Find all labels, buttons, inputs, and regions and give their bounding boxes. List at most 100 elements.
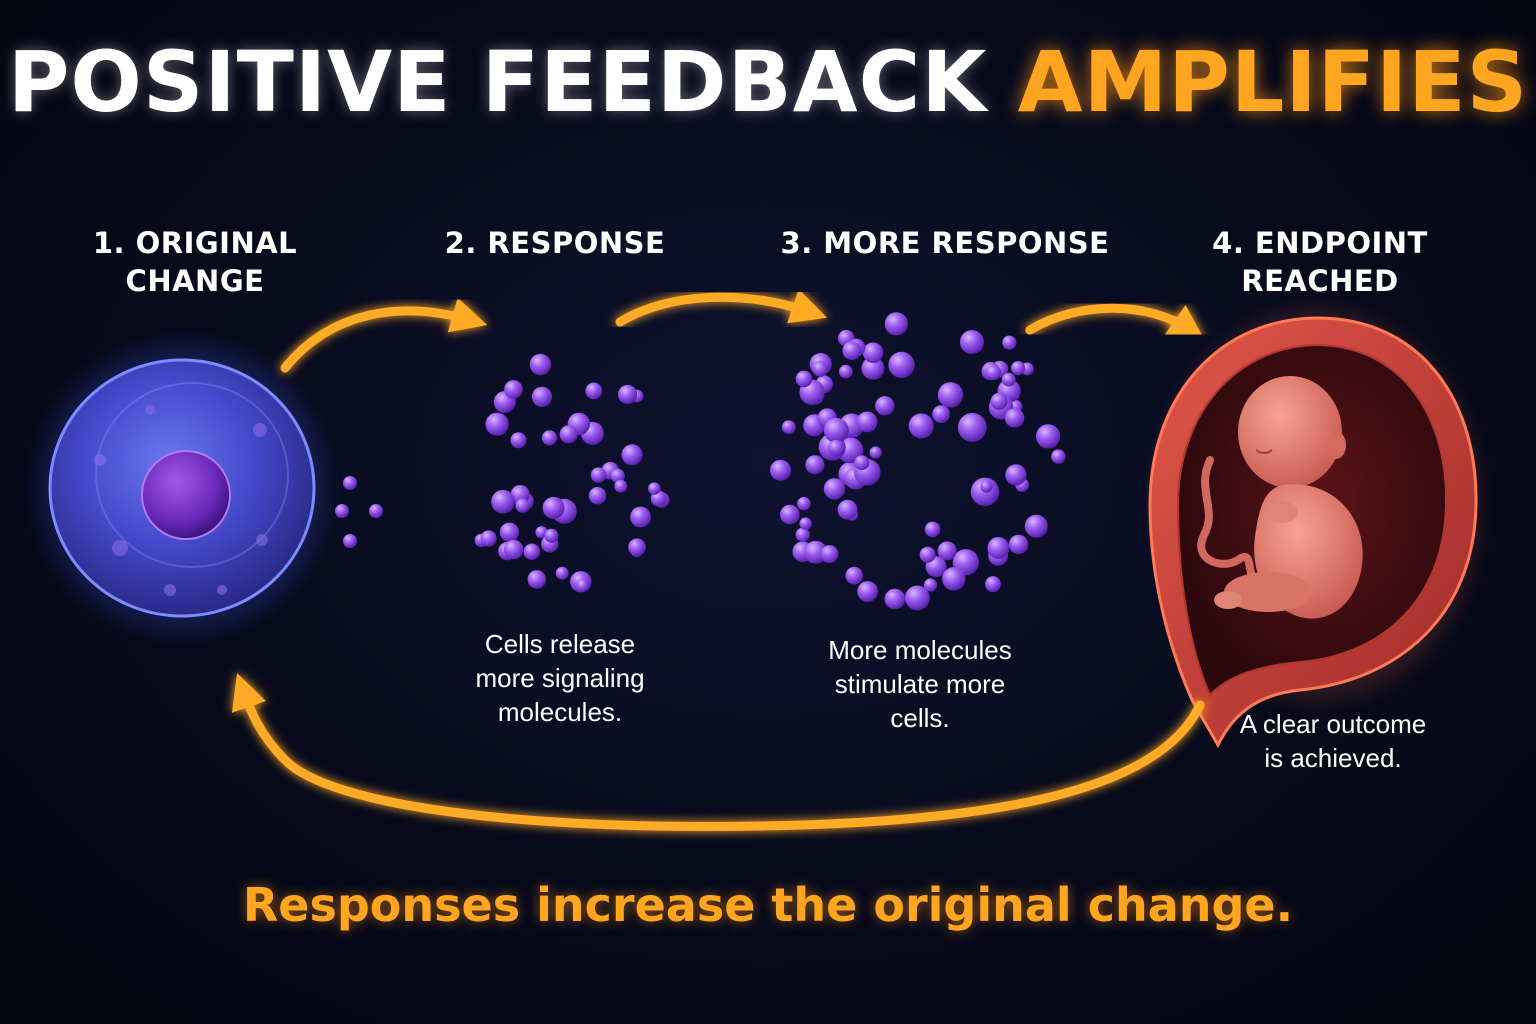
molecule-dot [485,412,509,436]
molecule-dot [1005,464,1027,486]
molecule-dot [781,420,796,434]
molecule-dot [780,504,800,525]
molecule-dot [527,570,547,589]
molecule-dot [905,585,930,611]
molecule-dot [770,459,791,481]
molecule-dot [621,444,643,466]
molecule-dot [884,312,909,336]
step-2-label: 2. RESPONSE [444,226,666,260]
molecule-dot [942,567,966,591]
molecule-dot [932,405,950,423]
original-cell-icon [24,330,340,646]
molecule-dot [1011,361,1026,376]
molecule-dot [842,341,862,361]
molecule-dot [1024,514,1048,538]
molecule-dot [618,384,638,405]
molecule-dot [630,506,651,528]
arrow-1-to-2 [280,297,488,373]
molecule-dot [919,546,936,563]
feedback-loop-arrow [231,673,1205,831]
molecule-dot [1004,408,1025,428]
molecule-dot [480,530,497,547]
molecule-dot [959,330,984,355]
molecule-dot [823,478,846,500]
molecule-cluster-small-icon [474,353,670,593]
molecule-cluster-large-icon [770,312,1066,611]
molecule-dot [588,487,607,505]
molecule-dot [1002,335,1017,350]
molecule-dot [861,356,885,380]
molecule-dot [823,417,849,443]
molecule-dot [908,413,934,439]
bottom-summary: Responses increase the original change. [242,878,1294,932]
molecule-dot [923,578,938,592]
uterus-fetus-icon [1143,295,1493,749]
molecule-dot [541,430,558,446]
molecule-dot [559,425,578,444]
molecule-dot [499,522,519,542]
released-molecules-icon [335,476,383,548]
molecule-dot [523,543,540,560]
molecule-dot [827,439,845,457]
title-part-orange: AMPLIFIES [1017,33,1529,131]
molecule-dot [805,455,825,475]
molecule-dot [797,496,811,511]
molecule-dot [957,413,987,442]
molecule-dot [614,479,628,493]
molecule-dot [504,380,523,399]
molecule-dot [542,496,565,519]
molecule-dot [980,480,993,493]
molecule-dot [857,581,879,602]
molecule-dot [837,499,858,520]
molecule-dot [839,364,853,379]
molecule-dot [510,432,527,449]
title-part-white: POSITIVE FEEDBACK [7,33,988,131]
molecule-dot [799,517,812,530]
molecule-dot [648,482,661,495]
molecule-dot [1008,534,1029,555]
molecule-dot [820,545,839,564]
molecule-dot [529,353,552,376]
molecule-dot [795,370,813,388]
molecule-dot [503,539,524,560]
molecule-dot [544,528,559,543]
step-3-label: 3. MORE RESPONSE [780,226,1110,260]
molecule-dot [937,382,964,408]
molecule-dot [531,386,553,407]
molecule-dot [590,467,607,483]
molecule-dot [555,566,569,580]
molecule-dot [1001,372,1016,387]
molecule-dot [875,396,895,416]
molecule-dot [985,364,1001,381]
step-4-caption: A clear outcome is achieved. [1239,709,1427,773]
molecule-dot [985,576,1002,593]
molecule-dot [937,541,957,561]
molecule-dot [856,411,878,433]
molecule-dot [628,538,646,556]
molecule-dot [854,455,870,471]
molecule-dot [884,588,906,610]
molecule-dot [491,489,515,514]
molecule-dot [576,579,590,592]
molecule-dot [845,566,863,585]
step-2-caption: Cells release more signaling molecules. [475,629,645,727]
molecule-dot [869,446,882,459]
molecule-dot [1051,449,1066,464]
arrow-3-to-4 [1025,303,1205,341]
molecule-dot [924,521,941,538]
molecule-dot [888,351,915,378]
molecule-dot [515,498,530,513]
molecule-dot [812,360,829,377]
molecule-dot [610,468,625,483]
molecule-dot [990,392,1008,410]
molecule-dot [795,527,810,542]
molecule-dot [585,382,603,400]
molecule-dot [1036,424,1061,449]
molecule-dot [862,342,884,364]
step-3-caption: More molecules stimulate more cells. [828,635,1012,733]
arrow-2-to-3 [615,289,828,327]
page-title: POSITIVE FEEDBACK AMPLIFIES [0,40,1536,124]
